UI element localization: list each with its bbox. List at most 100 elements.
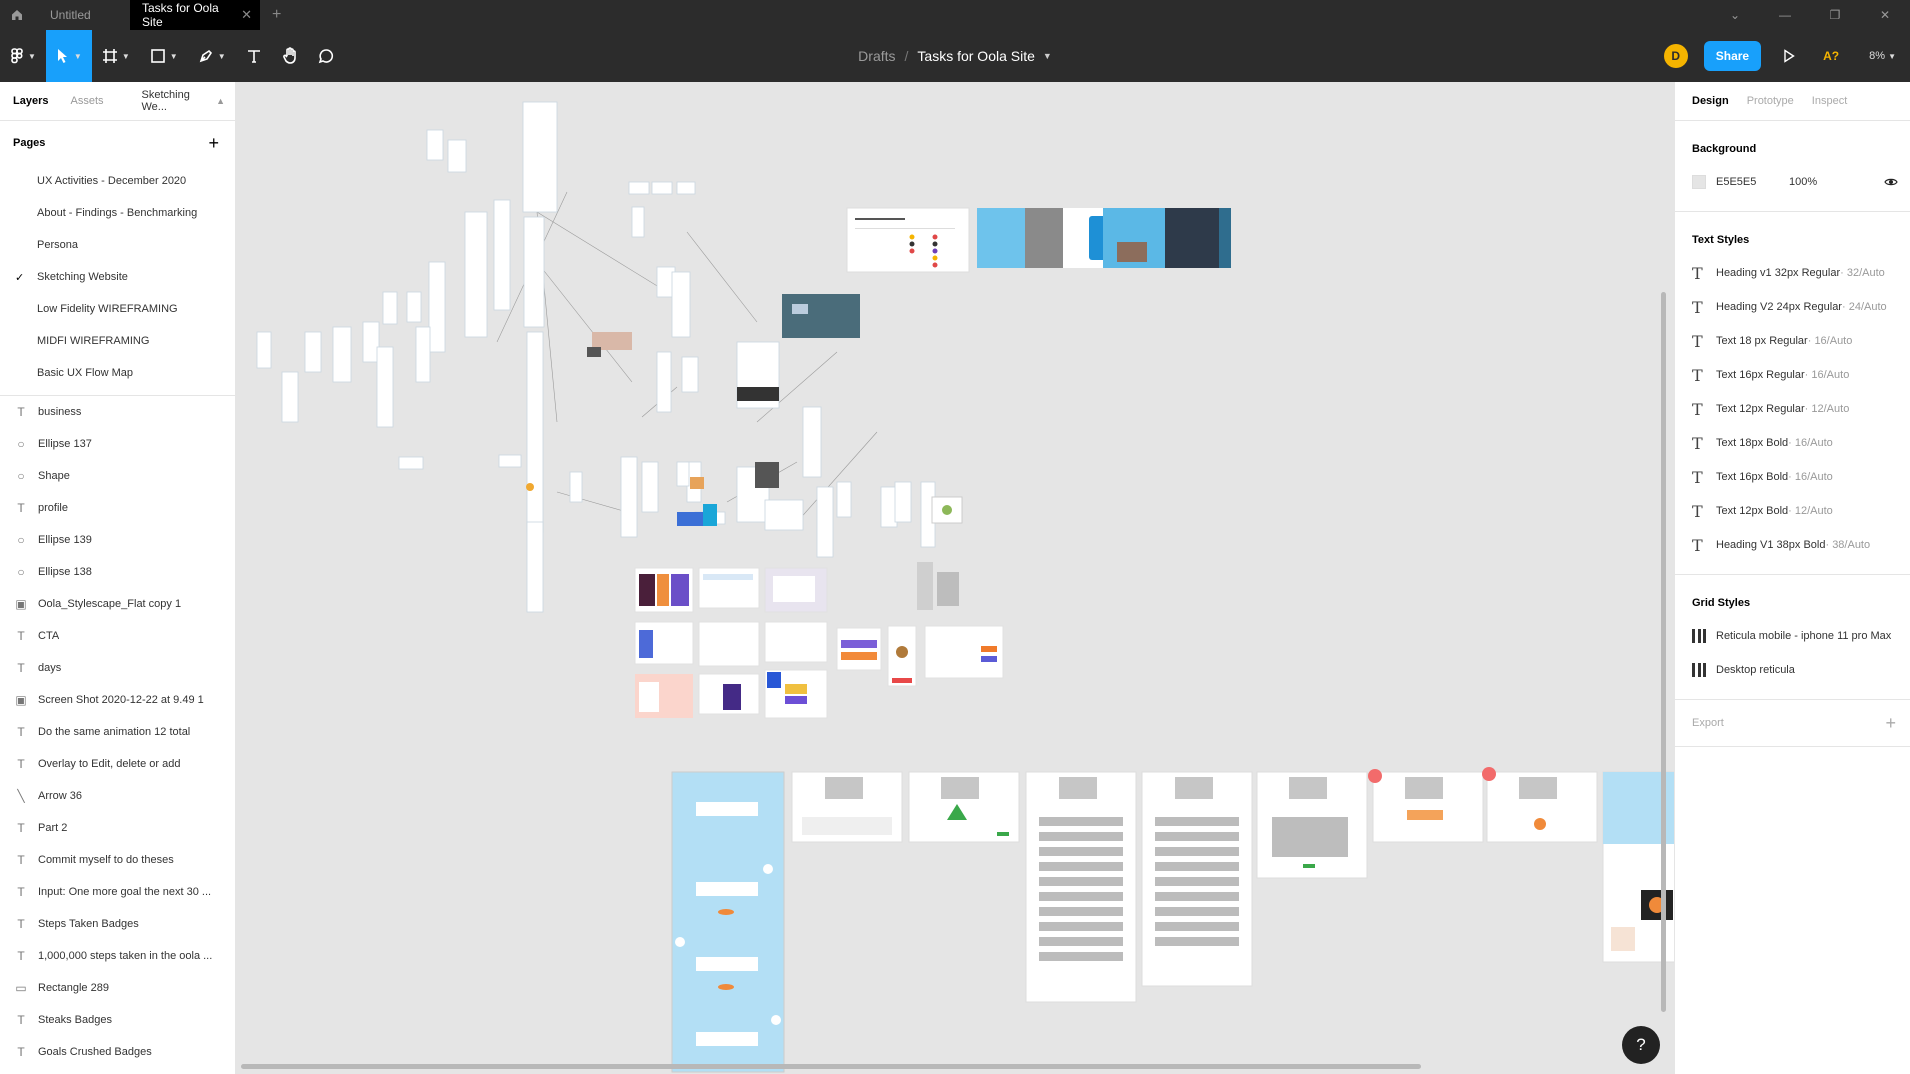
layer-item[interactable]: ▭Rectangle 289 (0, 972, 235, 1004)
maximize-icon[interactable]: ❐ (1829, 8, 1841, 22)
page-item[interactable]: Basic UX Flow Map (0, 357, 235, 389)
avatar[interactable]: D (1663, 44, 1688, 68)
background-swatch[interactable] (1692, 175, 1706, 189)
tab-tasks-for-oola-site[interactable]: Tasks for Oola Site ✕ (130, 0, 260, 30)
hand-tool[interactable] (272, 30, 308, 82)
layer-item[interactable]: ○Ellipse 137 (0, 428, 235, 460)
layer-label: days (38, 662, 62, 674)
background-row[interactable]: E5E5E5 100% (1675, 165, 1910, 199)
main-menu-button[interactable]: ▼ (0, 30, 46, 82)
tab-inspect[interactable]: Inspect (1811, 95, 1848, 107)
close-window-icon[interactable]: ✕ (1879, 8, 1891, 22)
text-style-icon: T (1692, 501, 1703, 521)
tab-assets[interactable]: Assets (70, 95, 104, 107)
layer-item[interactable]: ▣Screen Shot 2020-12-22 at 9.49 1 (0, 684, 235, 716)
layer-item[interactable]: ╲Arrow 36 (0, 780, 235, 812)
chevron-down-icon[interactable]: ▼ (1042, 51, 1052, 61)
shape-tool[interactable]: ▼ (140, 30, 188, 82)
play-icon[interactable] (1783, 49, 1795, 63)
horizontal-scrollbar[interactable] (241, 1064, 1421, 1069)
close-icon[interactable]: ✕ (241, 7, 252, 22)
current-page-selector[interactable]: Sketching We... (141, 89, 190, 113)
pen-tool[interactable]: ▼ (188, 30, 236, 82)
chevron-down-icon[interactable]: ⌄ (1729, 8, 1741, 22)
text-style-icon: T (1692, 467, 1703, 487)
help-button[interactable]: ? (1622, 1026, 1660, 1064)
frame-tool[interactable]: ▼ (92, 30, 140, 82)
vertical-scrollbar[interactable] (1661, 292, 1666, 1012)
divider (1675, 574, 1910, 575)
chevron-down-icon: ▼ (169, 51, 178, 61)
page-item[interactable]: Low Fidelity WIREFRAMING (0, 293, 235, 325)
comment-tool[interactable] (308, 30, 344, 82)
text-icon: T (17, 949, 25, 963)
tab-layers[interactable]: Layers (13, 95, 49, 107)
layer-item[interactable]: ○Ellipse 138 (0, 556, 235, 588)
home-button[interactable] (0, 0, 34, 30)
zoom-dropdown[interactable]: 8% ▼ (1869, 50, 1896, 62)
page-label: MIDFI WIREFRAMING (37, 335, 150, 347)
layer-item[interactable]: ○Ellipse 139 (0, 524, 235, 556)
grid-style-name: Reticula mobile - iphone 11 pro Max (1716, 630, 1892, 642)
layer-item[interactable]: ○Shape (0, 460, 235, 492)
move-tool[interactable]: ▼ (45, 30, 92, 82)
text-styles-title: Text Styles (1692, 234, 1750, 246)
text-icon: T (17, 629, 25, 643)
text-style-name: Heading v1 32px Regular (1716, 267, 1841, 279)
background-hex[interactable]: E5E5E5 (1716, 176, 1757, 188)
layer-label: CTA (38, 630, 60, 642)
layer-item[interactable]: T CTA (0, 620, 235, 652)
page-item[interactable]: UX Activities - December 2020 (0, 165, 235, 197)
text-style-name: Text 16px Regular (1716, 369, 1805, 381)
chevron-up-icon[interactable]: ▲ (216, 96, 225, 106)
grid-style-item[interactable]: Desktop reticula (1675, 653, 1910, 687)
layer-label: Overlay to Edit, delete or add (38, 758, 181, 770)
minimize-icon[interactable]: — (1779, 8, 1791, 22)
share-button[interactable]: Share (1703, 41, 1762, 71)
page-item[interactable]: MIDFI WIREFRAMING (0, 325, 235, 357)
tab-prototype[interactable]: Prototype (1746, 95, 1794, 107)
tab-label: Tasks for Oola Site (142, 1, 219, 29)
page-item[interactable]: Persona (0, 229, 235, 261)
add-export-icon[interactable]: + (1885, 712, 1896, 733)
text-style-name: Heading V2 24px Regular (1716, 301, 1842, 313)
eye-icon[interactable] (1884, 177, 1898, 187)
canvas[interactable]: ? (237, 82, 1674, 1074)
layer-item[interactable]: ▣Oola_Stylescape_Flat copy 1 (0, 588, 235, 620)
zoom-value: 8% (1869, 50, 1886, 62)
text-tool[interactable] (236, 30, 272, 82)
pages-title: Pages (13, 137, 46, 149)
tab-untitled[interactable]: Untitled (34, 0, 130, 30)
add-page-icon[interactable]: + (208, 132, 219, 153)
tab-design[interactable]: Design (1692, 95, 1729, 107)
page-item[interactable]: About - Findings - Benchmarking (0, 197, 235, 229)
breadcrumb-drafts[interactable]: Drafts (858, 48, 896, 64)
new-tab-button[interactable]: + (260, 0, 293, 30)
background-opacity[interactable]: 100% (1789, 176, 1818, 188)
file-name[interactable]: Tasks for Oola Site (917, 48, 1035, 64)
grid-style-item[interactable]: Reticula mobile - iphone 11 pro Max (1675, 619, 1910, 653)
accessibility-button[interactable]: A? (1823, 49, 1840, 63)
page-item[interactable]: ✓Sketching Website (0, 261, 235, 293)
